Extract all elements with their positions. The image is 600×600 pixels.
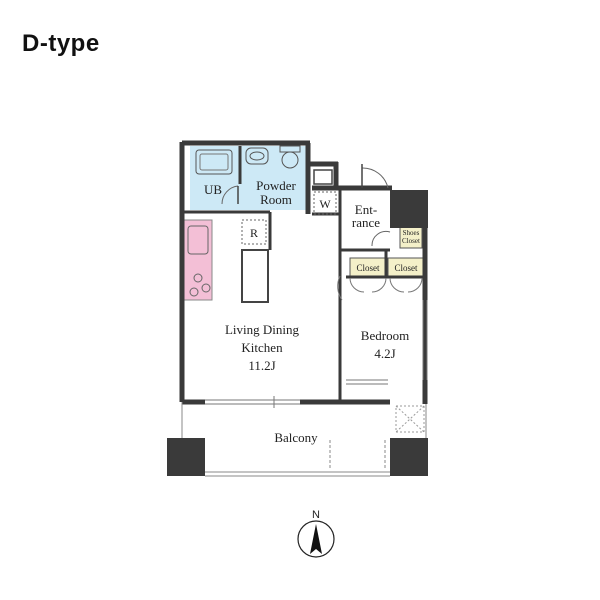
refrigerator-space bbox=[241, 219, 267, 245]
compass: N bbox=[297, 509, 335, 558]
washer-label: W bbox=[319, 197, 331, 211]
bath-door-swing bbox=[221, 185, 239, 205]
ldk-size-label: 11.2J bbox=[248, 358, 275, 373]
shoes-closet-label-2: Closet bbox=[402, 237, 420, 245]
bedroom-label: Bedroom bbox=[361, 328, 409, 343]
stove-burner bbox=[201, 283, 211, 293]
interior-walls bbox=[184, 146, 424, 402]
kitchen-island bbox=[241, 249, 269, 303]
pipe-space bbox=[313, 169, 333, 185]
entrance-door-swing bbox=[361, 167, 389, 189]
stove-burner bbox=[193, 273, 203, 283]
north-arrow-icon bbox=[310, 524, 322, 554]
floorplan-title: D-type bbox=[22, 30, 100, 57]
entrance-label-1: Ent- bbox=[355, 202, 377, 217]
pillar-bottom-right bbox=[390, 438, 428, 476]
closet-right-label: Closet bbox=[394, 263, 418, 273]
outer-walls bbox=[179, 140, 428, 405]
balcony-hatch bbox=[395, 405, 425, 433]
bedroom-size-label: 4.2J bbox=[374, 346, 395, 361]
wash-basin bbox=[245, 147, 269, 165]
balcony-label: Balcony bbox=[274, 430, 318, 445]
bathtub bbox=[195, 149, 233, 175]
closet-left-label: Closet bbox=[356, 263, 380, 273]
stove-burner bbox=[189, 287, 199, 297]
kitchen-counter bbox=[183, 219, 213, 301]
compass-ring bbox=[297, 520, 335, 558]
kitchen-sink bbox=[187, 225, 209, 255]
shoes-closet-label-1: Shoes bbox=[403, 229, 420, 237]
washer-space bbox=[313, 191, 337, 215]
balcony-outline bbox=[181, 402, 427, 477]
powder-room-label-1: Powder bbox=[256, 178, 296, 193]
pillar-bottom-left bbox=[167, 438, 205, 476]
entrance-label-2: rance bbox=[352, 215, 380, 230]
ldk-label-1: Living Dining bbox=[225, 322, 300, 337]
pillar-top-right bbox=[390, 190, 428, 228]
compass-north-label: N bbox=[312, 509, 320, 521]
window-lines bbox=[205, 300, 428, 408]
refrigerator-label: R bbox=[250, 226, 258, 240]
ub-label: UB bbox=[204, 182, 222, 197]
powder-room-label-2: Room bbox=[260, 192, 292, 207]
ldk-label-2: Kitchen bbox=[241, 340, 283, 355]
powder-room-area bbox=[240, 146, 306, 210]
